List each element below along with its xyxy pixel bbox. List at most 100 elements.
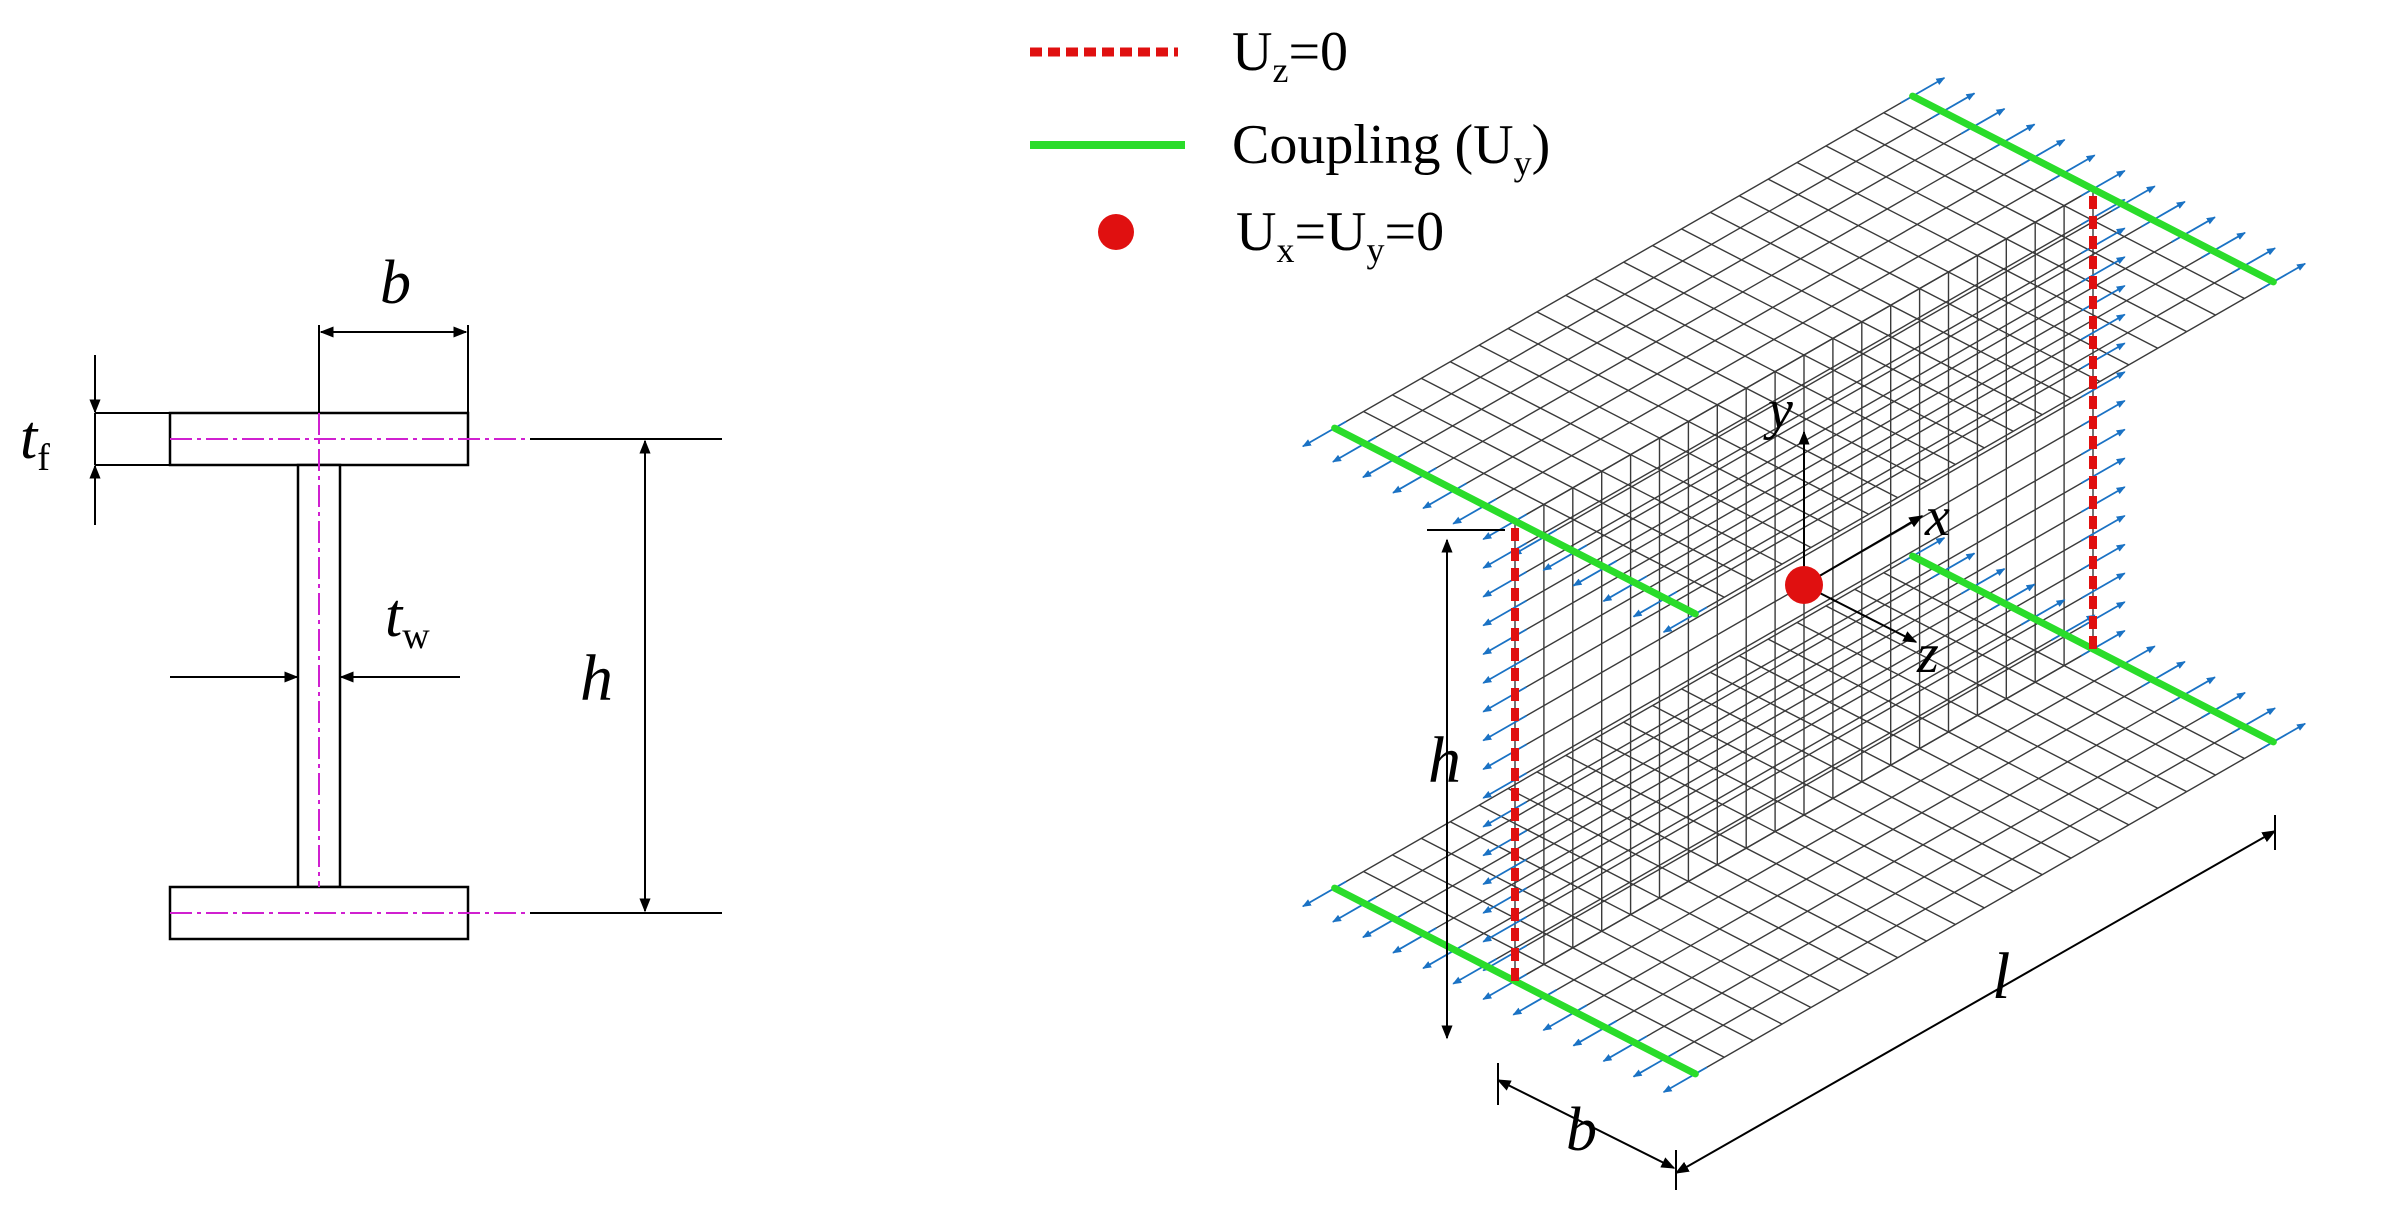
load-arrow [2050, 154, 2096, 181]
label-b: b [380, 249, 411, 317]
load-arrow [2171, 216, 2216, 243]
load-arrow [1482, 887, 1528, 914]
legend-uz-label: Uz=0 [1232, 21, 1348, 90]
load-arrow [1482, 599, 1528, 627]
model-label-h: h [1428, 724, 1461, 797]
b-dim-line [1496, 1079, 1676, 1169]
load-arrow [1662, 606, 1708, 633]
load-arrow [1482, 686, 1528, 713]
axis-x-label: x [1924, 486, 1950, 548]
load-arrow [1900, 537, 1946, 564]
top-flange-mesh-line [1484, 172, 2064, 507]
load-arrow [1302, 880, 1347, 908]
load-arrow [2080, 313, 2126, 341]
load-arrow [1392, 467, 1437, 494]
web-mesh-line [1514, 590, 2094, 925]
top-flange-mesh-line [1634, 250, 2214, 584]
l-dim-line [1674, 830, 2277, 1174]
web-mesh-line [1514, 533, 2094, 867]
web-mesh-line [1514, 504, 2094, 838]
load-arrow [2141, 200, 2186, 228]
load-arrow [2201, 691, 2246, 719]
load-arrow [1512, 989, 1558, 1016]
top-flange-mesh-line [1695, 281, 2274, 615]
load-arrows [1302, 77, 2306, 1093]
load-arrow [1990, 583, 2036, 610]
web-mesh-line [1514, 217, 2094, 551]
load-arrow [1632, 590, 1678, 618]
load-arrow [1482, 714, 1528, 742]
load-arrow [2080, 256, 2126, 283]
top-flange-mesh-line [1394, 126, 1974, 460]
load-arrow [1930, 552, 1976, 580]
load-arrow [1602, 575, 1648, 602]
top-flange-mesh-line [1424, 141, 2004, 476]
load-arrow [2080, 457, 2126, 484]
load-arrow [1482, 628, 1528, 656]
web-mesh-line [1514, 245, 2094, 580]
load-arrow [1332, 896, 1377, 923]
top-flange-mesh-line [1364, 110, 1944, 445]
load-arrow [1482, 513, 1528, 541]
bottom-flange-mesh-line [1664, 725, 2244, 1060]
load-arrow [1602, 1035, 1648, 1062]
load-arrow [1990, 123, 2036, 150]
top-flange-mesh-line [1334, 95, 1913, 429]
bottom-flange-mesh-line [1454, 617, 2034, 951]
load-arrow [2080, 371, 2126, 398]
load-arrow [2111, 185, 2156, 212]
legend-uxuy-label: Ux=Uy=0 [1236, 201, 1444, 270]
load-arrow [2261, 722, 2306, 750]
load-arrow [2261, 262, 2306, 290]
coupling-lines [1331, 92, 2277, 1078]
coupling-line [1909, 92, 2277, 286]
load-arrow [1512, 529, 1558, 556]
load-arrow [2231, 247, 2276, 274]
bottom-flange-mesh-line [1424, 601, 2004, 936]
load-arrow [1392, 927, 1437, 954]
load-arrow [1482, 916, 1528, 943]
top-flange-mesh-line [1574, 219, 2154, 553]
load-arrow [2050, 614, 2096, 641]
load-arrow [1452, 498, 1497, 525]
load-arrow [2080, 227, 2126, 254]
legend-coupling-label: Coupling (Uy) [1232, 114, 1550, 183]
load-arrow [2080, 169, 2126, 197]
bottom-flange-mesh-line [1544, 663, 2124, 998]
load-arrow [1930, 92, 1976, 120]
load-arrow [2080, 629, 2126, 657]
load-arrow [1452, 958, 1497, 985]
load-arrow [1482, 772, 1528, 799]
bottom-flange-mesh-line [1604, 694, 2184, 1029]
load-arrow [2080, 428, 2126, 456]
load-arrow [1482, 801, 1528, 828]
load-arrow [2141, 660, 2186, 688]
web-mesh-line [1514, 619, 2094, 953]
bottom-flange-mesh-line [1634, 710, 2214, 1044]
load-arrow [2080, 572, 2126, 599]
load-arrow [2080, 514, 2126, 542]
load-arrow [1900, 77, 1946, 104]
axis-z-label: z [1916, 623, 1939, 685]
coupling-line [1331, 424, 1699, 618]
load-arrow [1482, 542, 1528, 569]
cross-section [89, 325, 722, 941]
load-arrow [2080, 543, 2126, 571]
load-arrow [1302, 420, 1347, 448]
load-arrow [1960, 568, 2006, 595]
label-tw: tw [385, 582, 430, 657]
x-axis [1803, 515, 1924, 586]
load-arrow [2080, 601, 2126, 628]
model-dimensions [1427, 529, 2277, 1190]
top-flange-mesh-line [1514, 188, 2094, 522]
load-arrow [2111, 645, 2156, 672]
top-flange-mesh-line [1544, 203, 2124, 538]
bottom-flange-mesh-line [1574, 679, 2154, 1013]
load-arrow [1482, 657, 1528, 684]
axis-y-label: y [1763, 379, 1793, 441]
bottom-flange-mesh-line [1364, 570, 1944, 905]
load-arrow [1482, 743, 1528, 771]
model-label-b: b [1566, 1096, 1597, 1164]
load-arrow [2020, 598, 2066, 626]
